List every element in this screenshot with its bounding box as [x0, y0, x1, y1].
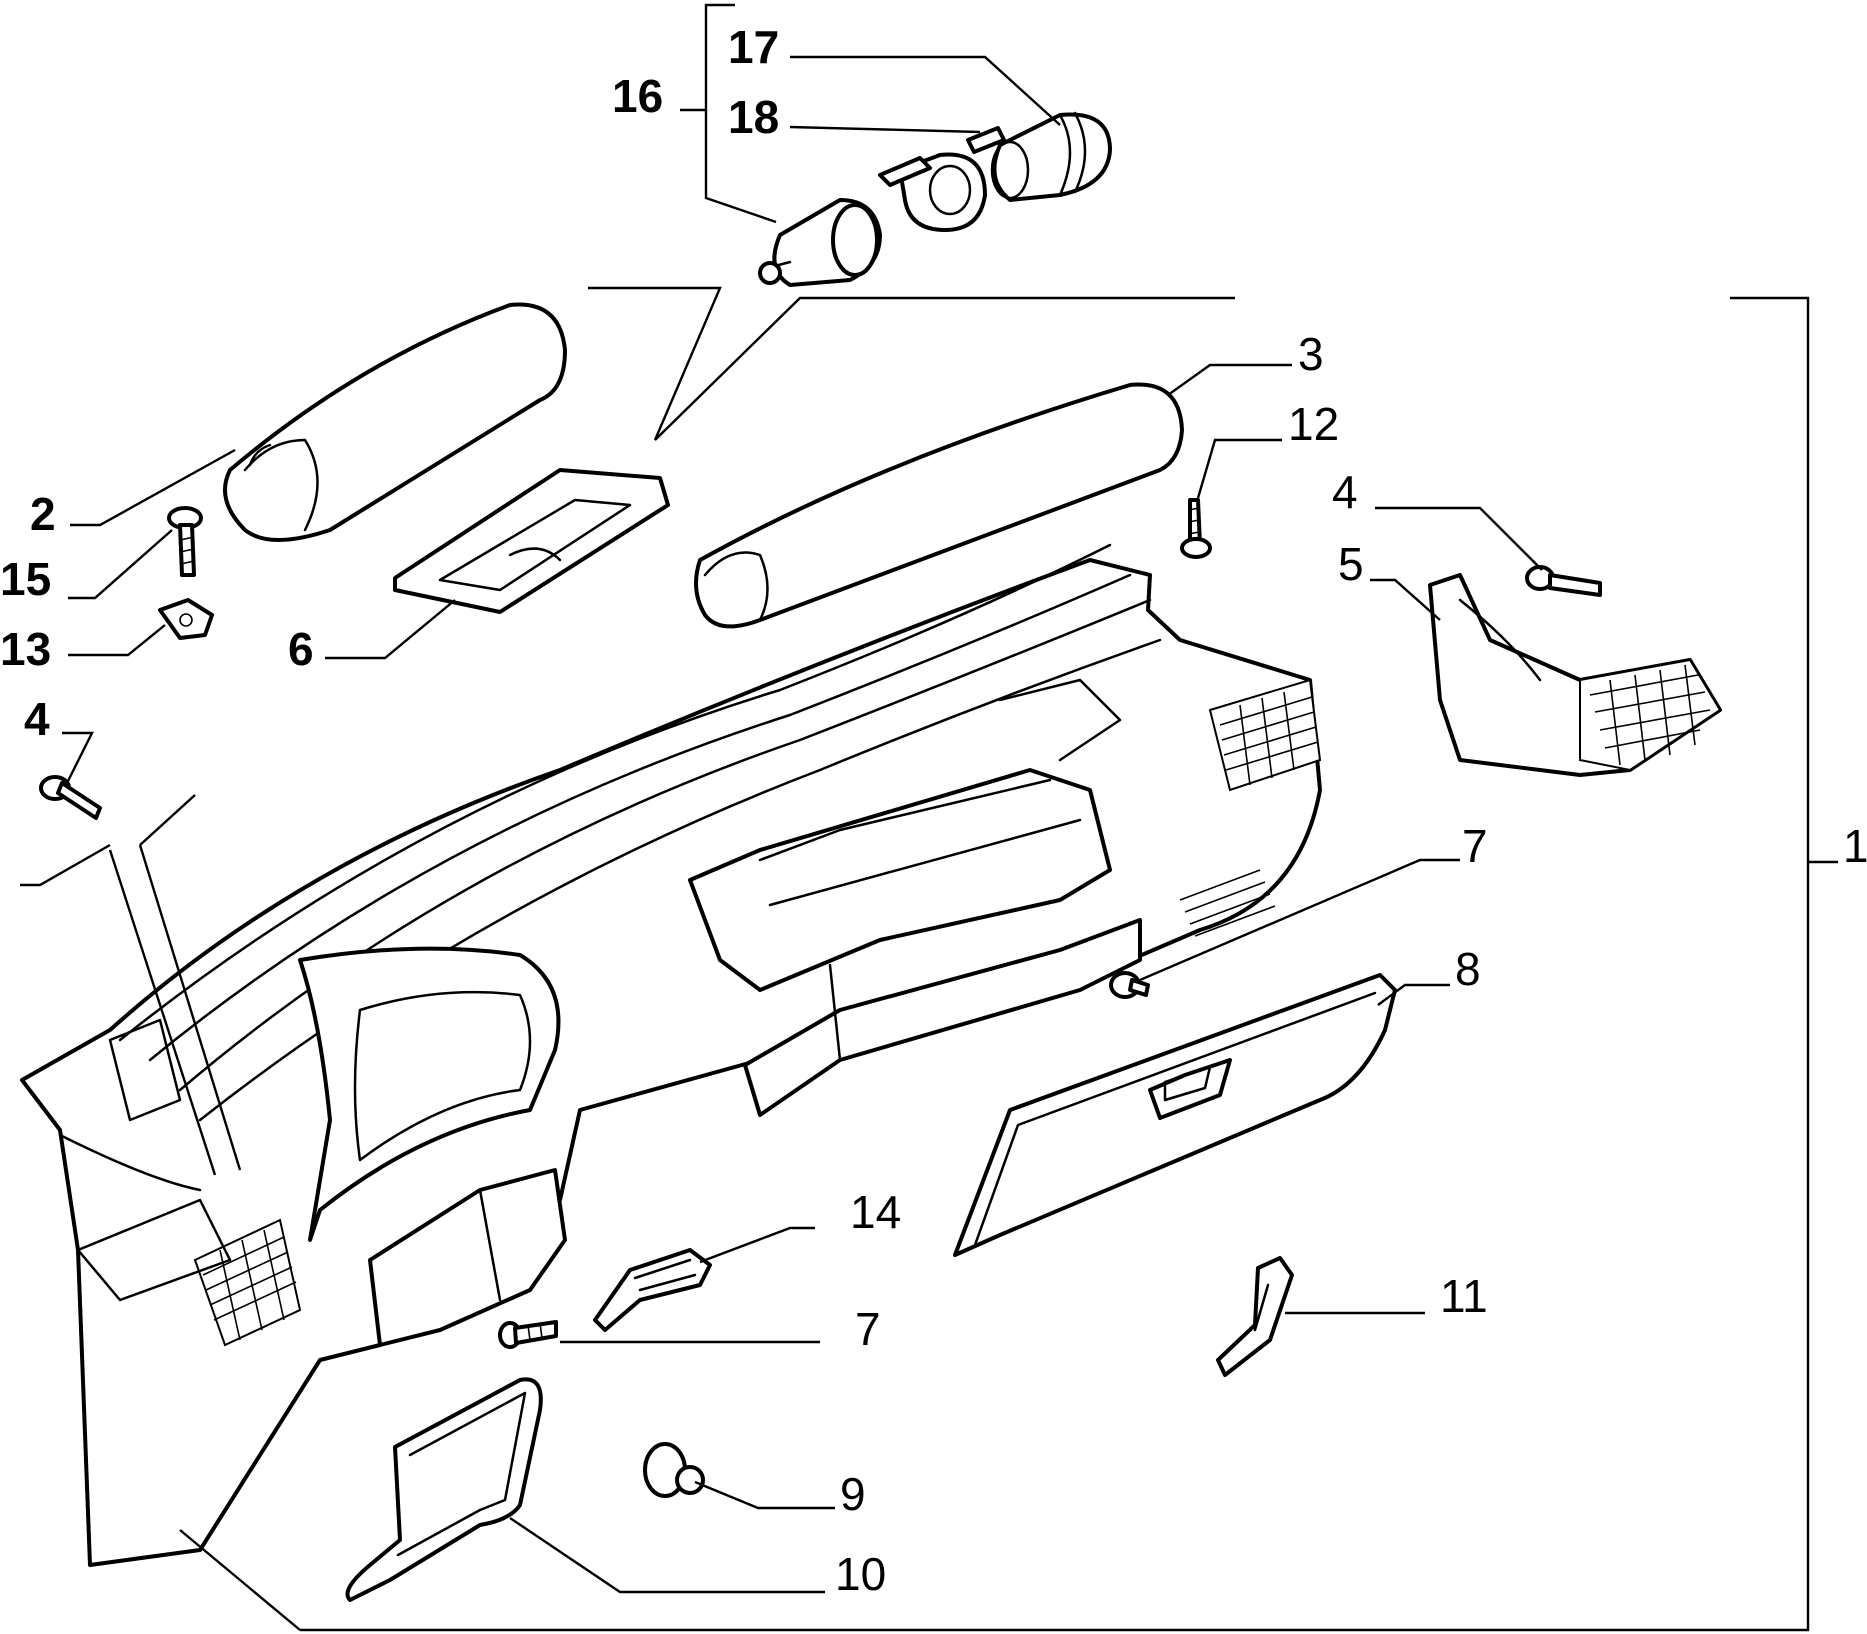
dash-vent-left	[193, 1218, 302, 1347]
callout-1: 1	[1843, 820, 1867, 872]
part-4-screw-right	[1525, 565, 1602, 597]
instrument-cluster-hood	[298, 946, 561, 1242]
dashboard-body	[20, 558, 1322, 1567]
leader-lines	[20, 3, 1838, 1632]
part-12-screw	[1180, 498, 1212, 559]
center-console	[688, 768, 1112, 992]
dash-vent-right	[1208, 678, 1322, 792]
part-10-lower-trim-panel	[345, 1377, 543, 1602]
part-14-latch	[593, 1248, 712, 1332]
callout-18: 18	[728, 91, 779, 143]
part-15-screw	[167, 506, 203, 577]
part-2-left-pad	[223, 302, 567, 542]
part-9-push-clip	[643, 1442, 705, 1498]
part-3-right-pad	[694, 382, 1184, 629]
dash-speaker-grille	[1179, 869, 1276, 937]
part-4-screw-left	[39, 775, 102, 820]
callout-5: 5	[1338, 538, 1364, 590]
part-7-screw-bottom	[498, 1320, 558, 1349]
part-7-screw-right	[1109, 971, 1150, 999]
lower-column-shroud	[368, 1168, 567, 1347]
callout-7-right: 7	[1462, 820, 1488, 872]
part-17-lighter-knob	[992, 112, 1112, 202]
callout-4-left: 4	[24, 693, 50, 745]
callout-9: 9	[840, 1468, 866, 1520]
part-5-side-vent	[1428, 573, 1722, 777]
part-16-cigar-lighter-assembly	[758, 111, 1112, 287]
part-18-lighter-element	[966, 126, 1006, 154]
callout-2: 2	[30, 488, 56, 540]
part-8-glovebox-lid	[953, 973, 1397, 1257]
callout-11: 11	[1440, 1270, 1488, 1322]
glovebox-opening	[743, 918, 1142, 1117]
dashboard-assembly	[20, 543, 1322, 1567]
callout-14: 14	[850, 1186, 901, 1238]
callout-8: 8	[1455, 943, 1481, 995]
part-13-clip-nut	[158, 598, 214, 640]
callout-10: 10	[835, 1548, 886, 1600]
callout-labels: 1 2 3 4 4 5 6 7 7 8 9 10 11 12 13 14 15 …	[0, 21, 1867, 1600]
callout-12: 12	[1288, 398, 1339, 450]
callout-13: 13	[0, 623, 51, 675]
callout-7-bottom: 7	[855, 1303, 881, 1355]
callout-17: 17	[728, 21, 779, 73]
callout-15: 15	[0, 553, 51, 605]
part-11-bracket	[1216, 1256, 1294, 1377]
callout-3: 3	[1298, 328, 1324, 380]
part-6-tray	[393, 468, 670, 614]
callout-16: 16	[612, 70, 663, 122]
callout-6: 6	[288, 623, 314, 675]
callout-4-right: 4	[1332, 466, 1358, 518]
